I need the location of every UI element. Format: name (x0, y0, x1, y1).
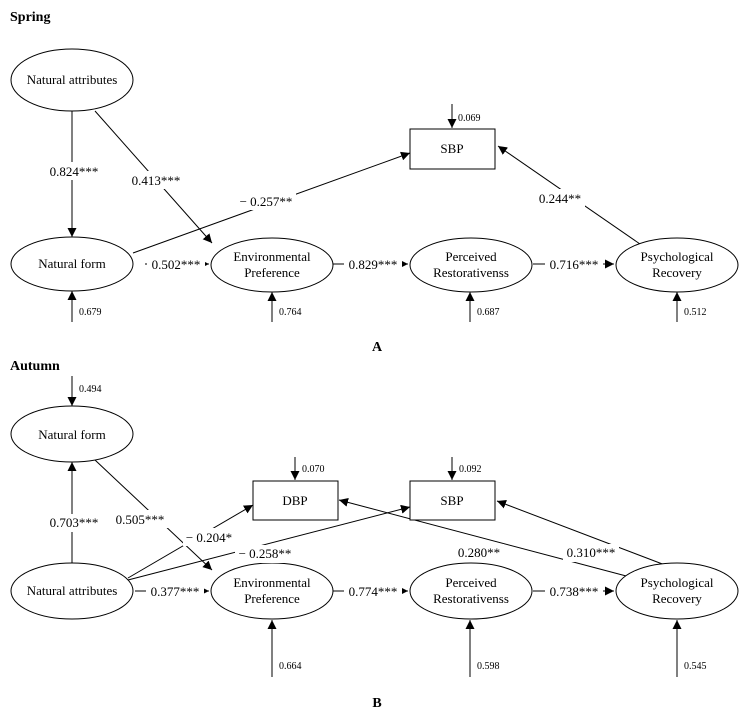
node-label-line-1: Perceived (445, 249, 497, 264)
node-label-line-1: Psychological (641, 575, 714, 590)
autumn-node-natural-attributes: Natural attributes (10, 562, 134, 620)
svg-text:0.716***: 0.716*** (550, 257, 599, 272)
svg-text:0.413***: 0.413*** (132, 173, 181, 188)
autumn-coef-form-to-pref: 0.505*** (112, 510, 168, 528)
spring-title: Spring (10, 10, 50, 25)
spring-node-natural-attributes: Natural attributes (10, 48, 134, 112)
autumn-error-dbp: 0.070 (302, 464, 325, 475)
node-label: Natural attributes (27, 72, 118, 87)
autumn-edge-recovery-to-dbp (338, 497, 631, 578)
svg-text:− 0.257**: − 0.257** (240, 194, 293, 209)
svg-text:0.829***: 0.829*** (349, 257, 398, 272)
svg-text:0.505***: 0.505*** (116, 512, 165, 527)
spring-coef-attr-to-pref: 0.413*** (128, 171, 184, 189)
autumn-error-psychological-recovery: 0.545 (684, 661, 707, 672)
spring-error-perceived-restorativeness: 0.687 (477, 307, 500, 318)
node-label-line-1: Environmental (233, 575, 311, 590)
autumn-node-psychological-recovery: Psychological Recovery (615, 562, 739, 620)
svg-text:− 0.204*: − 0.204* (186, 530, 232, 545)
spring-coef-recovery-to-sbp: 0.244** (535, 189, 585, 207)
node-label-line-1: Psychological (641, 249, 714, 264)
autumn-error-environmental-preference: 0.664 (279, 661, 302, 672)
spring-node-environmental-preference: Environmental Preference (210, 237, 334, 293)
svg-text:0.244**: 0.244** (539, 191, 581, 206)
node-label: Natural form (38, 427, 106, 442)
spring-coef-form-to-sbp: − 0.257** (236, 192, 296, 210)
autumn-node-dbp: DBP (252, 480, 339, 521)
svg-text:0.502***: 0.502*** (152, 257, 201, 272)
spring-panel-label: A (372, 340, 383, 355)
autumn-coef-recovery-to-dbp: 0.280** (454, 544, 504, 562)
spring-coef-rest-to-recovery: 0.716*** (545, 256, 603, 274)
node-label: Natural attributes (27, 583, 118, 598)
autumn-edge-recovery-to-sbp (496, 499, 666, 566)
autumn-node-environmental-preference: Environmental Preference (210, 562, 334, 620)
spring-error-natural-form: 0.679 (79, 307, 102, 318)
node-label: SBP (440, 493, 463, 508)
svg-text:0.774***: 0.774*** (349, 584, 398, 599)
node-label-line-2: Preference (244, 265, 300, 280)
spring-error-sbp: 0.069 (458, 113, 481, 124)
spring-error-psychological-recovery: 0.512 (684, 307, 707, 318)
node-label: SBP (440, 141, 463, 156)
svg-text:0.824***: 0.824*** (50, 164, 99, 179)
spring-node-perceived-restorativeness: Perceived Restorativenss (409, 237, 533, 293)
spring-coef-attr-to-form: 0.824*** (46, 162, 102, 180)
node-label-line-2: Restorativenss (433, 591, 509, 606)
spring-coef-pref-to-rest: 0.829*** (344, 256, 402, 274)
svg-text:0.280**: 0.280** (458, 545, 500, 560)
node-label-line-2: Restorativenss (433, 265, 509, 280)
autumn-coef-rest-to-recovery: 0.738*** (545, 583, 603, 601)
spring-edges (67, 104, 682, 322)
autumn-title: Autumn (10, 359, 60, 374)
autumn-coef-attr-to-form: 0.703*** (46, 514, 102, 532)
autumn-error-natural-form: 0.494 (79, 384, 102, 395)
spring-node-psychological-recovery: Psychological Recovery (615, 237, 739, 293)
autumn-coef-attr-to-pref: 0.377*** (146, 583, 204, 601)
autumn-coef-attr-to-dbp: − 0.204* (183, 528, 235, 546)
autumn-error-perceived-restorativeness: 0.598 (477, 661, 500, 672)
svg-text:0.703***: 0.703*** (50, 515, 99, 530)
node-label-line-1: Environmental (233, 249, 311, 264)
svg-text:0.310***: 0.310*** (567, 545, 616, 560)
autumn-node-perceived-restorativeness: Perceived Restorativenss (409, 562, 533, 620)
autumn-coef-recovery-to-sbp: 0.310*** (563, 544, 619, 562)
autumn-coef-pref-to-rest: 0.774*** (344, 583, 402, 601)
node-label: Natural form (38, 256, 106, 271)
node-label-line-2: Preference (244, 591, 300, 606)
autumn-node-sbp: SBP (409, 480, 496, 521)
svg-text:0.377***: 0.377*** (151, 584, 200, 599)
autumn-error-sbp: 0.092 (459, 464, 482, 475)
autumn-node-natural-form: Natural form (10, 405, 134, 463)
autumn-edge-attr-to-sbp (127, 504, 411, 581)
node-label: DBP (282, 493, 307, 508)
node-label-line-2: Recovery (652, 591, 702, 606)
spring-error-environmental-preference: 0.764 (279, 307, 302, 318)
autumn-panel-label: B (372, 696, 381, 711)
node-label-line-2: Recovery (652, 265, 702, 280)
svg-text:0.738***: 0.738*** (550, 584, 599, 599)
node-label-line-1: Perceived (445, 575, 497, 590)
spring-node-natural-form: Natural form (10, 236, 134, 292)
spring-node-sbp: SBP (409, 128, 496, 170)
autumn-coef-attr-to-sbp: − 0.258** (235, 545, 295, 563)
svg-text:− 0.258**: − 0.258** (239, 546, 292, 561)
spring-coef-form-to-pref: 0.502*** (147, 256, 205, 274)
